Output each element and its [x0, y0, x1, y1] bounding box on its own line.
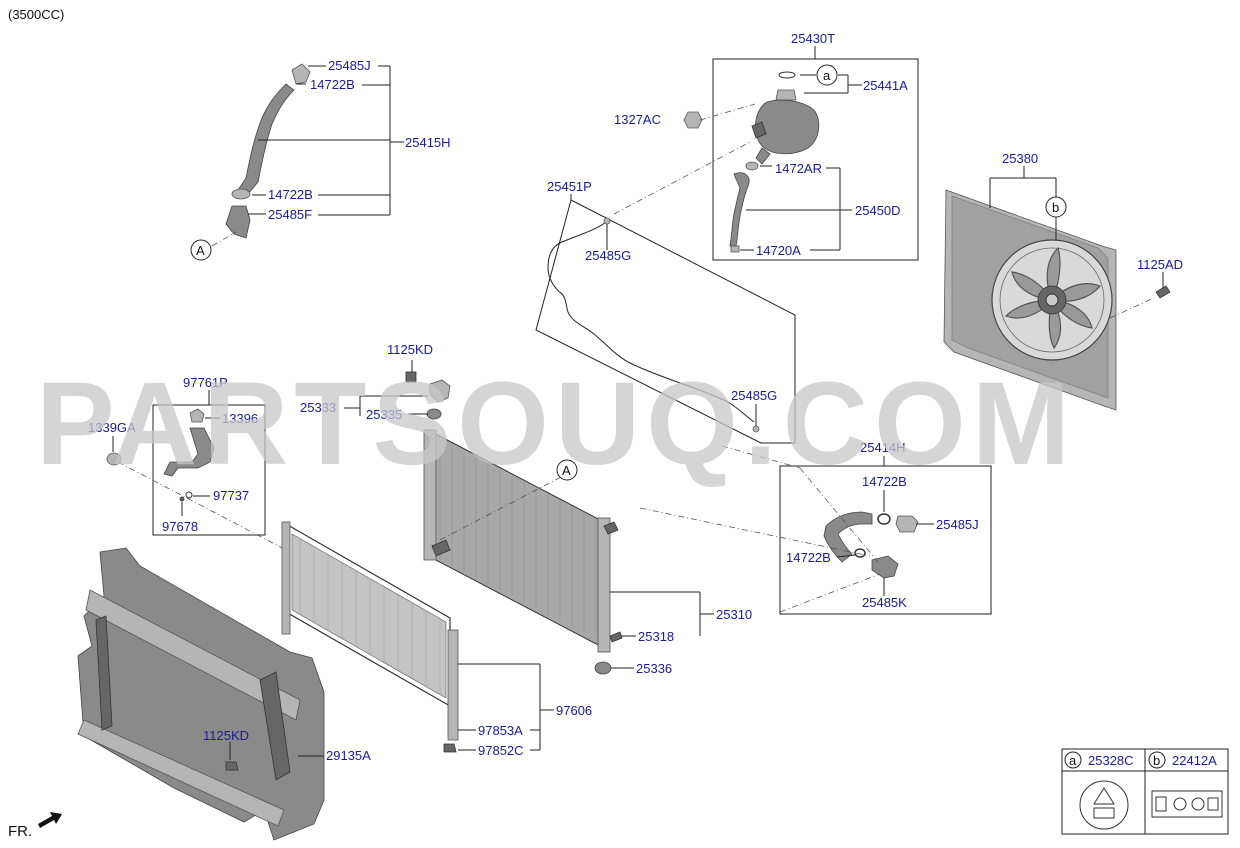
label-25485J-right[interactable]: 25485J: [936, 517, 979, 532]
label-1472AR[interactable]: 1472AR: [775, 161, 822, 176]
front-arrow-icon: [38, 812, 62, 828]
label-25485K[interactable]: 25485K: [862, 595, 907, 610]
label-97678[interactable]: 97678: [162, 519, 198, 534]
label-25485G-top[interactable]: 25485G: [585, 248, 631, 263]
group-25414H-box: [779, 465, 992, 615]
label-25485J-top[interactable]: 25485J: [328, 58, 371, 73]
carrier-29135A: [77, 547, 325, 841]
nut-1327AC: [683, 111, 703, 129]
reservoir-tank: [751, 71, 820, 165]
upper-hose-leaders: [211, 65, 404, 247]
label-25485G-bottom[interactable]: 25485G: [731, 388, 777, 403]
callout-b-fan[interactable]: b: [1045, 196, 1067, 218]
svg-text:A: A: [562, 463, 571, 478]
bracket-leaders: [344, 360, 428, 416]
label-14722B-top[interactable]: 14722B: [310, 77, 355, 92]
hose-25451P: [547, 221, 755, 423]
svg-text:A: A: [196, 243, 205, 258]
callout-A-radiator[interactable]: A: [556, 459, 578, 481]
warning-cap-icon: [1079, 780, 1129, 830]
label-97606[interactable]: 97606: [556, 703, 592, 718]
label-29135A[interactable]: 29135A: [326, 748, 371, 763]
callout-a-reservoir[interactable]: a: [816, 64, 838, 86]
legend-table: a 25328C b 22412A: [1061, 748, 1229, 835]
label-1125AD[interactable]: 1125AD: [1137, 257, 1183, 272]
front-direction-label: FR.: [8, 823, 32, 840]
group-25414H-leaders: [639, 445, 934, 613]
watermark: PARTSOUQ.COM: [36, 358, 1076, 490]
label-25336[interactable]: 25336: [636, 661, 672, 676]
label-97737[interactable]: 97737: [213, 488, 249, 503]
hose-25414H: [823, 511, 919, 579]
label-97853A[interactable]: 97853A: [478, 723, 523, 738]
label-25310[interactable]: 25310: [716, 607, 752, 622]
callout-A-upper[interactable]: A: [190, 239, 212, 261]
label-97761P[interactable]: 97761P: [183, 375, 228, 390]
label-25414H[interactable]: 25414H: [860, 440, 906, 455]
label-14720A[interactable]: 14720A: [756, 243, 801, 258]
fan-shroud: [943, 189, 1117, 411]
label-25441A[interactable]: 25441A: [863, 78, 908, 93]
label-1125KD-bottom[interactable]: 1125KD: [203, 728, 249, 743]
reservoir-hose: [729, 161, 759, 253]
grommet-1339GA: [106, 452, 122, 466]
reservoir-leaders: [613, 74, 862, 251]
label-25380[interactable]: 25380: [1002, 151, 1038, 166]
label-25451P[interactable]: 25451P: [547, 179, 592, 194]
condenser-97606: [281, 521, 459, 753]
hose-97761P: [163, 408, 215, 502]
label-97852C[interactable]: 97852C: [478, 743, 524, 758]
label-14722B-mid[interactable]: 14722B: [268, 187, 313, 202]
label-25485F[interactable]: 25485F: [268, 207, 312, 222]
svg-text:b: b: [1052, 200, 1059, 215]
label-1327AC[interactable]: 1327AC: [614, 112, 661, 127]
mount-25336: [594, 661, 612, 675]
label-25415H[interactable]: 25415H: [405, 135, 451, 150]
svg-text:a: a: [1069, 753, 1077, 768]
legend-b-code[interactable]: 22412A: [1172, 753, 1217, 768]
hose-25451P-box: [535, 199, 796, 444]
label-25450D[interactable]: 25450D: [855, 203, 901, 218]
radiator-25310: [423, 429, 619, 653]
label-1125KD-top[interactable]: 1125KD: [387, 342, 433, 357]
svg-text:b: b: [1153, 753, 1160, 768]
label-13396[interactable]: 13396: [222, 411, 258, 426]
label-14722B-right1[interactable]: 14722B: [862, 474, 907, 489]
bracket-25333: [405, 371, 451, 420]
label-25333[interactable]: 25333: [300, 400, 336, 415]
label-14722B-right2[interactable]: 14722B: [786, 550, 831, 565]
bolt-1125AD: [1155, 285, 1171, 299]
warning-label-icon: [1151, 790, 1223, 818]
carrier-leaders: [229, 742, 324, 760]
condenser-leaders: [458, 663, 554, 751]
label-1339GA[interactable]: 1339GA: [88, 420, 136, 435]
label-25318[interactable]: 25318: [638, 629, 674, 644]
upper-hose-assembly: [225, 63, 311, 239]
label-25335[interactable]: 25335: [366, 407, 402, 422]
bolt-25318: [609, 631, 623, 643]
group-97761P-leaders: [117, 417, 291, 553]
legend-a-code[interactable]: 25328C: [1088, 753, 1134, 768]
fan-leaders: [989, 166, 1164, 319]
label-25430T[interactable]: 25430T: [791, 31, 835, 46]
engine-label: (3500CC): [8, 7, 64, 22]
svg-text:a: a: [823, 68, 831, 83]
bolt-1125KD-lower: [225, 761, 239, 771]
